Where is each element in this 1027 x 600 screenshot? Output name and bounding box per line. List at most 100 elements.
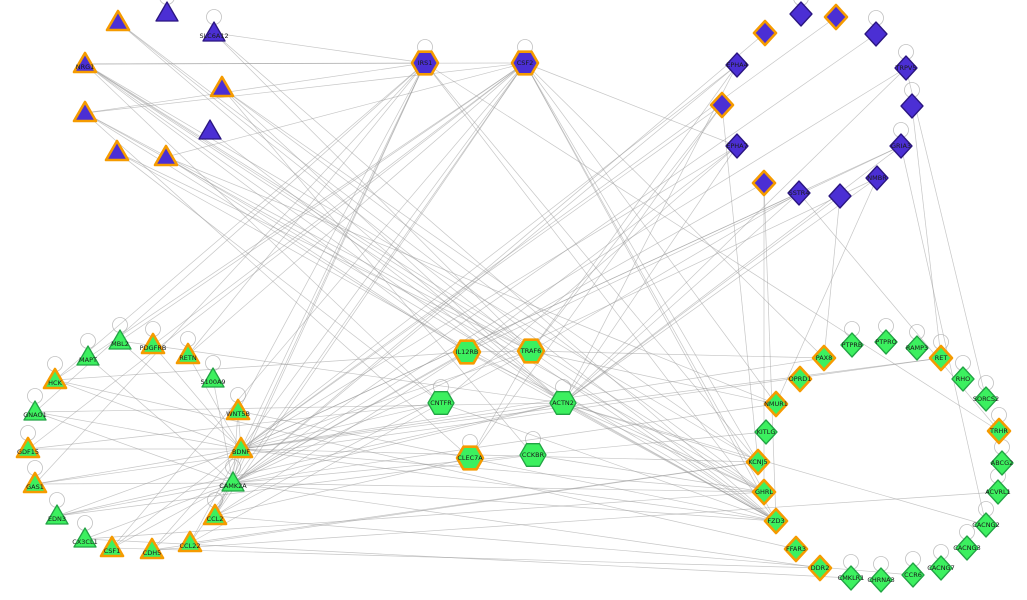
triangle-shape-S100A9[interactable] xyxy=(201,367,225,388)
node-GHRL[interactable]: GHRL xyxy=(751,478,777,506)
node-NRG1[interactable]: NRG1 xyxy=(72,51,98,74)
node-NMUR1[interactable]: NMUR1 xyxy=(763,390,789,418)
node-CX3CL1[interactable]: CX3CL1 xyxy=(72,527,98,548)
triangle-shape-MAPT[interactable] xyxy=(76,345,100,366)
triangle-shape-ptri5[interactable] xyxy=(209,75,235,98)
triangle-shape-PDGFRB[interactable] xyxy=(140,332,166,355)
diamond-shape-CCR6[interactable] xyxy=(901,562,925,588)
triangle-shape-NRG1[interactable] xyxy=(72,51,98,74)
diamond-shape-RAMP3[interactable] xyxy=(905,335,929,361)
node-ACVRL1[interactable]: ACVRL1 xyxy=(985,479,1011,505)
node-CCR6[interactable]: CCR6 xyxy=(901,562,925,588)
triangle-shape-CSF1[interactable] xyxy=(99,535,125,558)
diamond-shape-PAX8[interactable] xyxy=(811,344,837,372)
node-pdia7[interactable] xyxy=(709,91,735,119)
node-PTPRB[interactable]: PTPRB xyxy=(840,332,864,358)
diamond-shape-CHRNA3[interactable] xyxy=(869,567,893,593)
node-NMBR[interactable]: NMBR xyxy=(865,165,889,191)
node-S100A9[interactable]: S100A9 xyxy=(200,367,226,388)
node-pdia11[interactable] xyxy=(751,169,777,197)
hexagon-shape-IL12RB[interactable] xyxy=(452,339,482,365)
diamond-shape-GHRL[interactable] xyxy=(751,478,777,506)
diamond-shape-SSTR4[interactable] xyxy=(787,180,811,206)
node-ptri7[interactable] xyxy=(198,119,222,140)
diamond-shape-EPHA7[interactable] xyxy=(725,133,749,159)
triangle-shape-SLC6A12[interactable] xyxy=(202,21,226,42)
node-CCKBR[interactable]: CCKBR xyxy=(519,443,547,467)
node-PDGFRB[interactable]: PDGFRB xyxy=(140,332,167,355)
diamond-shape-RET[interactable] xyxy=(928,344,954,372)
node-IRS1[interactable]: IRS1 xyxy=(410,50,440,76)
node-TRAF6[interactable]: TRAF6 xyxy=(516,338,546,364)
hexagon-shape-ACTN2[interactable] xyxy=(549,391,577,415)
triangle-shape-GNAO1[interactable] xyxy=(23,400,47,421)
hexagon-shape-CCKBR[interactable] xyxy=(519,443,547,467)
diamond-shape-PTPRO[interactable] xyxy=(874,329,898,355)
node-pdia1[interactable] xyxy=(752,19,778,47)
node-KCNJ5[interactable]: KCNJ5 xyxy=(745,448,771,476)
node-DDR2[interactable]: DDR2 xyxy=(807,554,833,582)
node-CLEC7A[interactable]: CLEC7A xyxy=(455,445,485,471)
node-RETN[interactable]: RETN xyxy=(175,342,201,365)
node-GRIA3[interactable]: GRIA3 xyxy=(889,133,913,159)
diamond-shape-FZD3[interactable] xyxy=(763,507,789,535)
diamond-shape-CACNG7[interactable] xyxy=(929,555,953,581)
node-FFAR3[interactable]: FFAR3 xyxy=(783,535,809,563)
node-CSF2[interactable]: CSF2 xyxy=(510,50,540,76)
node-ptri2[interactable] xyxy=(155,1,179,22)
node-TRHR[interactable]: TRHR xyxy=(986,417,1012,445)
diamond-shape-TRHR[interactable] xyxy=(986,417,1012,445)
triangle-shape-MBL2[interactable] xyxy=(108,329,132,350)
triangle-shape-EDN3[interactable] xyxy=(45,504,69,525)
node-MAPT[interactable]: MAPT xyxy=(76,345,100,366)
triangle-shape-WNT5B[interactable] xyxy=(225,398,251,421)
node-SORCS2[interactable]: SORCS2 xyxy=(973,386,999,412)
triangle-shape-RETN[interactable] xyxy=(175,342,201,365)
node-ptri6[interactable] xyxy=(72,100,98,123)
diamond-shape-ABCG2[interactable] xyxy=(990,450,1014,476)
hexagon-shape-TRAF6[interactable] xyxy=(516,338,546,364)
diamond-shape-ACVRL1[interactable] xyxy=(986,479,1010,505)
node-CACNG7[interactable]: CACNG7 xyxy=(927,555,955,581)
node-pdia13[interactable] xyxy=(828,183,852,209)
node-ptri1[interactable] xyxy=(105,9,131,32)
node-EPHA7[interactable]: EPHA7 xyxy=(725,133,749,159)
triangle-shape-CAMK2A[interactable] xyxy=(221,471,245,492)
diamond-shape-FFAR3[interactable] xyxy=(783,535,809,563)
node-SLC6A12[interactable]: SLC6A12 xyxy=(199,21,229,42)
diamond-shape-pdia11[interactable] xyxy=(751,169,777,197)
diamond-shape-KITLG[interactable] xyxy=(754,419,778,445)
diamond-shape-pdia1[interactable] xyxy=(752,19,778,47)
diamond-shape-pdia13[interactable] xyxy=(828,183,852,209)
diamond-shape-NMBR[interactable] xyxy=(865,165,889,191)
node-HCK[interactable]: HCK xyxy=(42,367,68,390)
diamond-shape-pdia3[interactable] xyxy=(823,3,849,31)
diamond-shape-PTPRB[interactable] xyxy=(840,332,864,358)
node-ptri8[interactable] xyxy=(104,139,130,162)
triangle-shape-ptri1[interactable] xyxy=(105,9,131,32)
hexagon-shape-CNTFR[interactable] xyxy=(427,391,455,415)
diamond-shape-GRIA3[interactable] xyxy=(889,133,913,159)
diamond-shape-pdia2[interactable] xyxy=(789,1,813,27)
node-FZD3[interactable]: FZD3 xyxy=(763,507,789,535)
node-CACNG3[interactable]: CACNG3 xyxy=(953,535,981,561)
diamond-shape-OPRD1[interactable] xyxy=(787,365,813,393)
node-MBL2[interactable]: MBL2 xyxy=(108,329,132,350)
triangle-shape-ptri6[interactable] xyxy=(72,100,98,123)
node-EPHA4[interactable]: EPHA4 xyxy=(725,52,749,78)
diamond-shape-NMUR1[interactable] xyxy=(763,390,789,418)
diamond-shape-RHO[interactable] xyxy=(951,366,975,392)
hexagon-shape-CLEC7A[interactable] xyxy=(455,445,485,471)
diamond-shape-pdia8[interactable] xyxy=(900,93,924,119)
node-IL12RB[interactable]: IL12RB xyxy=(452,339,482,365)
triangle-shape-ptri7[interactable] xyxy=(198,119,222,140)
triangle-shape-ptri2[interactable] xyxy=(155,1,179,22)
triangle-shape-CDH5[interactable] xyxy=(139,537,165,560)
triangle-shape-GDF15[interactable] xyxy=(15,436,41,459)
diamond-shape-SORCS2[interactable] xyxy=(974,386,998,412)
diamond-shape-pdia4[interactable] xyxy=(864,21,888,47)
triangle-shape-HCK[interactable] xyxy=(42,367,68,390)
node-RET[interactable]: RET xyxy=(928,344,954,372)
node-CACNG2[interactable]: CACNG2 xyxy=(972,512,1000,538)
node-ABCG2[interactable]: ABCG2 xyxy=(990,450,1014,476)
